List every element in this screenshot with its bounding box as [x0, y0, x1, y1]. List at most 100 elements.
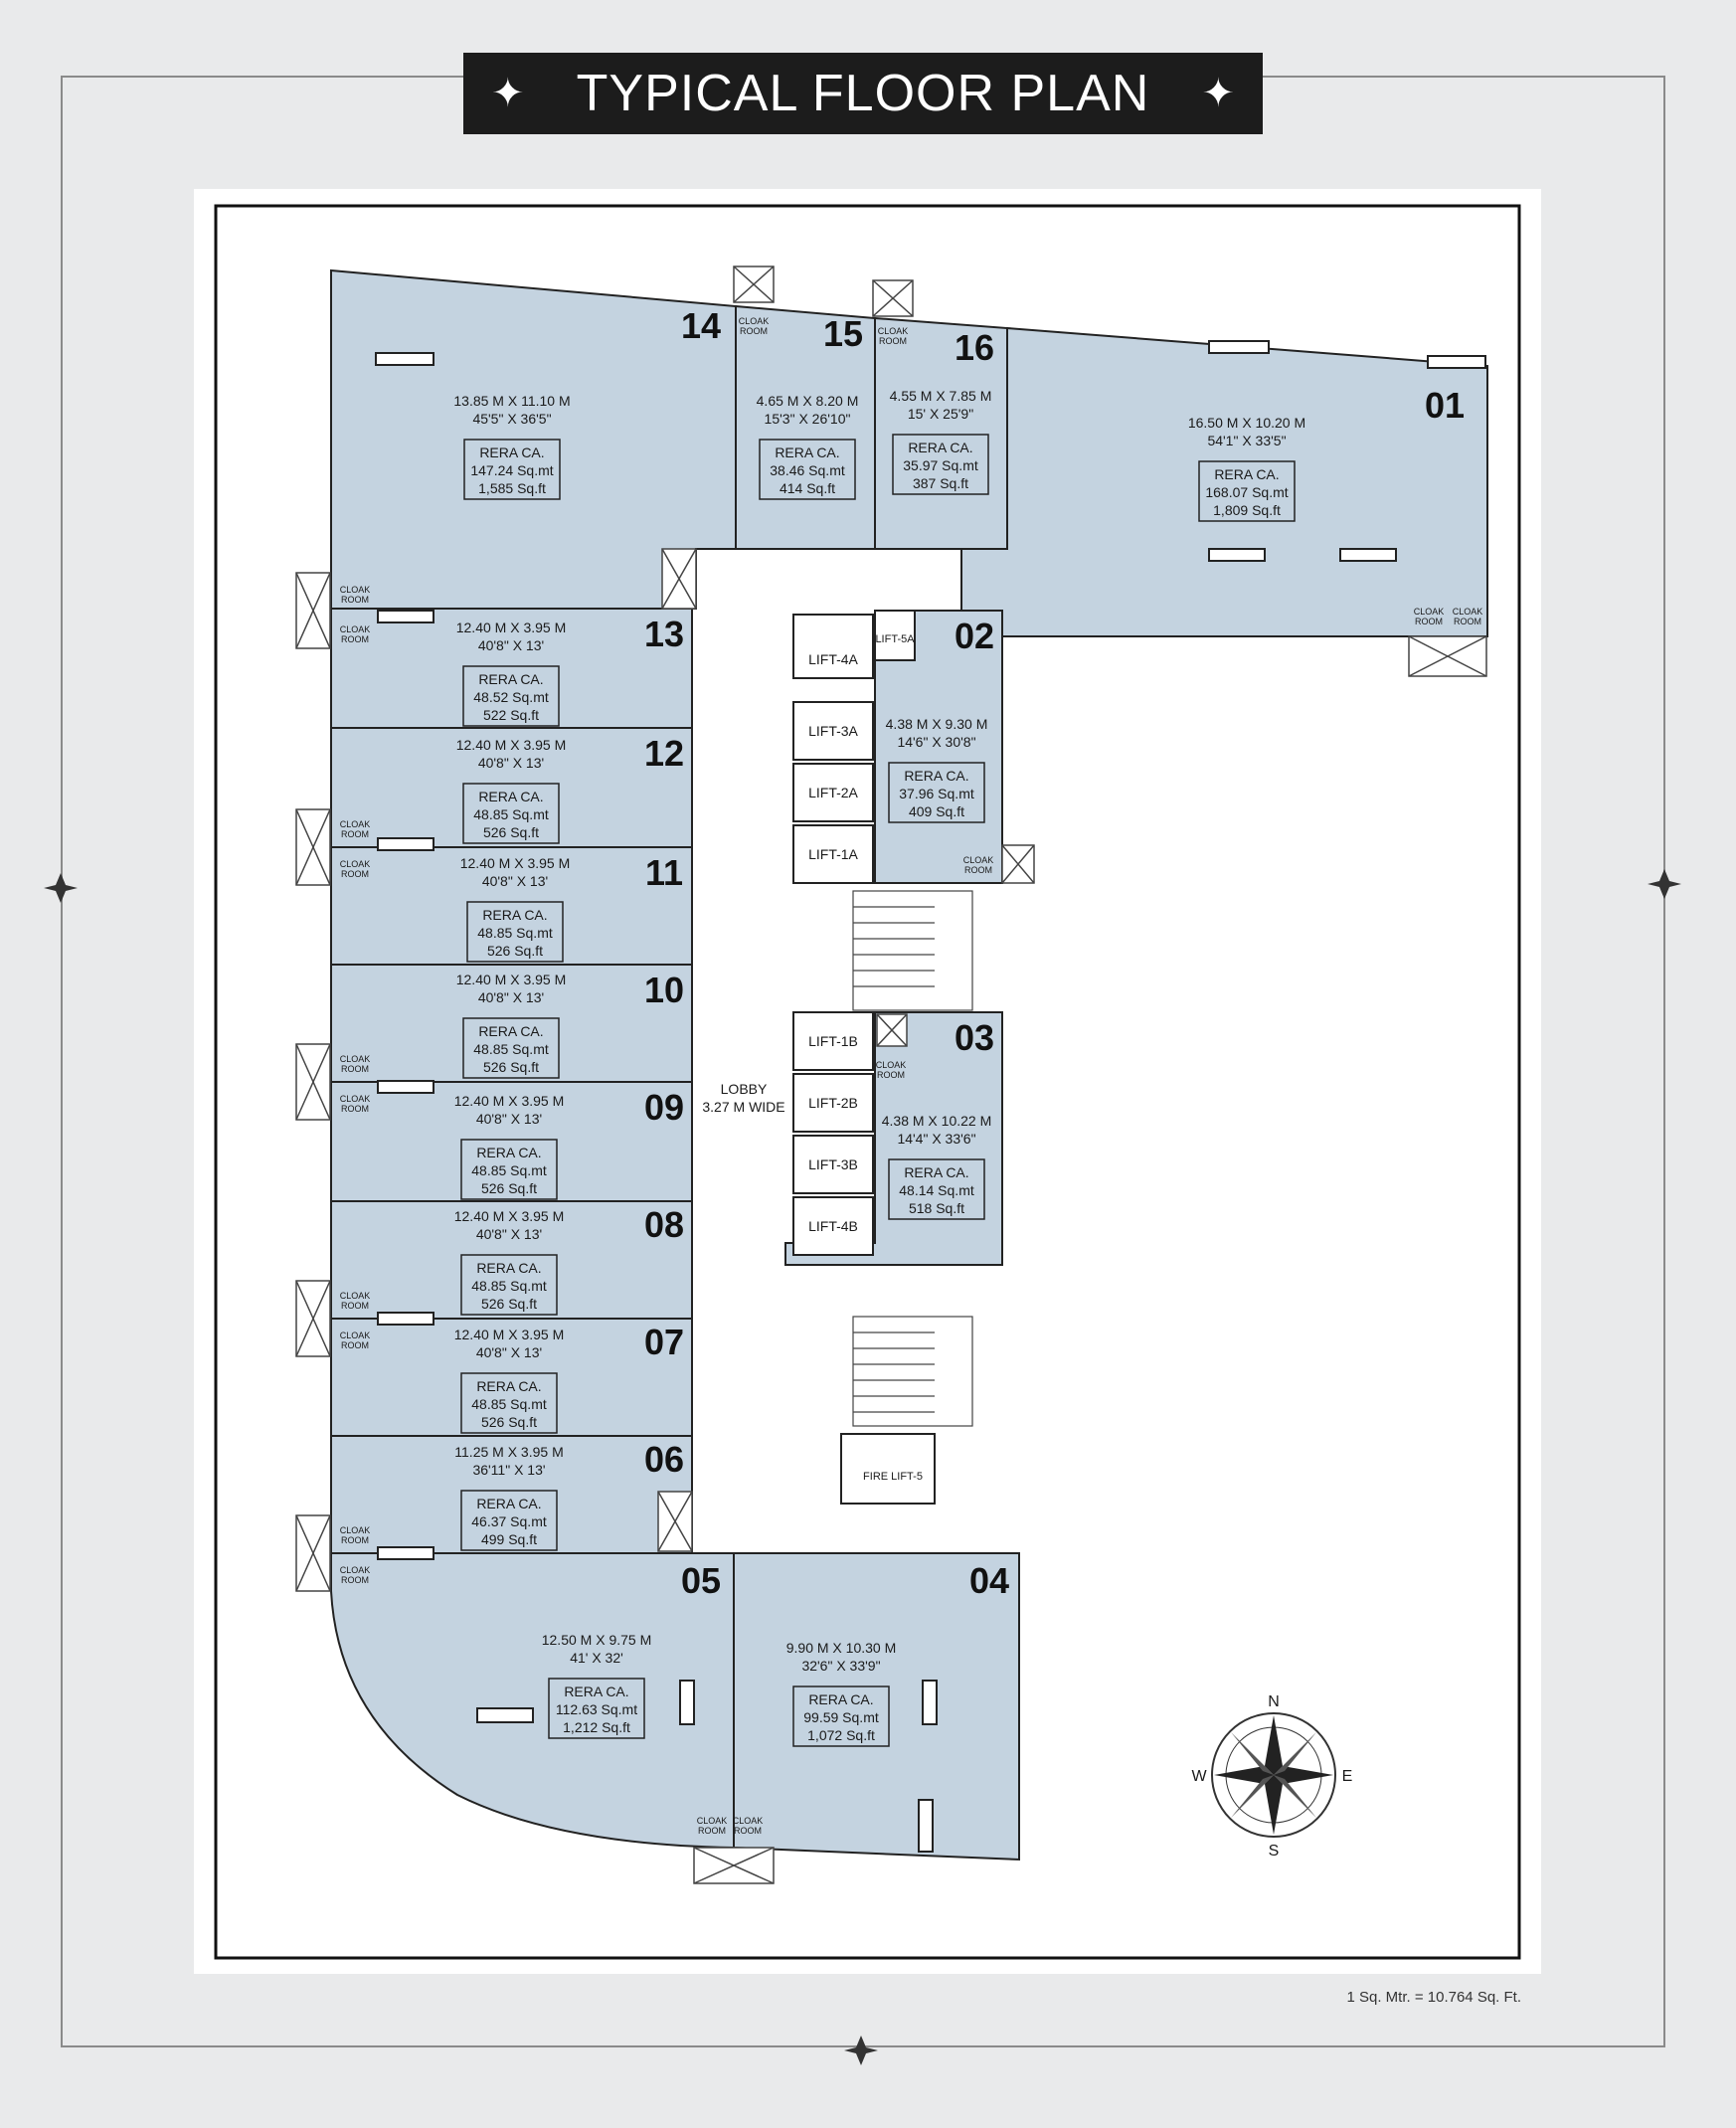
unit-09-dimensions-m: 12.40 M X 3.95 M	[454, 1093, 565, 1109]
cloak-room-label: ROOM	[341, 1575, 369, 1585]
lift-core	[792, 610, 936, 1505]
lift-label-4: LIFT-1A	[808, 846, 858, 862]
cloak-room-label: CLOAK	[340, 585, 371, 595]
unit-04-dimensions-ft: 32'6" X 33'9"	[801, 1658, 880, 1674]
unit-09-rera-label: RERA CA.	[476, 1145, 541, 1160]
unit-14-rera-label: RERA CA.	[479, 444, 544, 460]
lobby-width-label: 3.27 M WIDE	[702, 1099, 784, 1115]
unit-10-area-sqmt: 48.85 Sq.mt	[473, 1041, 549, 1057]
duct-shafts	[295, 266, 1487, 1884]
cloak-room-label: CLOAK	[340, 859, 371, 869]
cloak-room-label: CLOAK	[878, 326, 909, 336]
scale-note: 1 Sq. Mtr. = 10.764 Sq. Ft.	[1346, 1989, 1521, 2006]
star-ornament-icon: ✦	[491, 72, 525, 115]
unit-02-area-sqft: 409 Sq.ft	[909, 803, 964, 819]
unit-10-rera-box	[462, 1017, 560, 1079]
unit-04-area-sqmt: 99.59 Sq.mt	[803, 1709, 879, 1725]
unit-08-rera-box	[460, 1254, 558, 1316]
cloak-room-label: CLOAK	[340, 1330, 371, 1340]
lift-label-5: LIFT-5A	[875, 633, 915, 645]
unit-01-dimensions-ft: 54'1" X 33'5"	[1207, 433, 1286, 448]
unit-09-area-sqmt: 48.85 Sq.mt	[471, 1162, 547, 1178]
unit-05-area	[330, 1552, 735, 1850]
cloak-room-label: CLOAK	[697, 1816, 728, 1826]
unit-05-dimensions-ft: 41' X 32'	[570, 1650, 623, 1666]
unit-09-dimensions-ft: 40'8" X 13'	[476, 1111, 542, 1127]
unit-13-dimensions-m: 12.40 M X 3.95 M	[456, 620, 567, 635]
unit-03-rera-label: RERA CA.	[904, 1164, 968, 1180]
cloak-room-label: ROOM	[341, 1340, 369, 1350]
unit-16-area-sqmt: 35.97 Sq.mt	[903, 457, 978, 473]
unit-13-area-sqft: 522 Sq.ft	[483, 707, 539, 723]
unit-06-rera-label: RERA CA.	[476, 1496, 541, 1511]
unit-15-number: 15	[823, 313, 863, 354]
cloak-room-label: ROOM	[341, 1064, 369, 1074]
unit-07-number: 07	[644, 1322, 684, 1362]
unit-10-dimensions-ft: 40'8" X 13'	[478, 989, 544, 1005]
unit-13-rera-box	[462, 665, 560, 727]
lift-label-8: LIFT-3B	[808, 1156, 858, 1172]
unit-05-area-sqft: 1,212 Sq.ft	[563, 1719, 630, 1735]
lift-label-6: LIFT-1B	[808, 1033, 858, 1049]
unit-05-area-sqmt: 112.63 Sq.mt	[556, 1701, 637, 1717]
unit-03-area-sqft: 518 Sq.ft	[909, 1200, 964, 1216]
unit-04-rera-label: RERA CA.	[808, 1691, 873, 1707]
unit-16-number: 16	[955, 327, 994, 368]
unit-11-rera-label: RERA CA.	[482, 907, 547, 923]
unit-09-rera-box	[460, 1139, 558, 1200]
unit-01-area	[960, 326, 1488, 637]
unit-04-area	[733, 1552, 1020, 1862]
cloak-room-label: ROOM	[698, 1826, 726, 1836]
unit-10-area	[330, 964, 693, 1083]
unit-15-dimensions-m: 4.65 M X 8.20 M	[757, 393, 859, 409]
cloak-room-label: CLOAK	[340, 1565, 371, 1575]
unit-02-area-sqmt: 37.96 Sq.mt	[899, 786, 974, 801]
unit-13-rera-label: RERA CA.	[478, 671, 543, 687]
unit-13-number: 13	[644, 614, 684, 654]
unit-07-dimensions-m: 12.40 M X 3.95 M	[454, 1327, 565, 1342]
unit-11-dimensions-ft: 40'8" X 13'	[482, 873, 548, 889]
unit-08-number: 08	[644, 1204, 684, 1245]
unit-11-area-sqft: 526 Sq.ft	[487, 943, 543, 959]
unit-10-number: 10	[644, 970, 684, 1010]
unit-06-dimensions-m: 11.25 M X 3.95 M	[454, 1444, 563, 1460]
unit-06-dimensions-ft: 36'11" X 13'	[472, 1462, 545, 1478]
unit-04-number: 04	[969, 1560, 1009, 1601]
lobby-label: LOBBY	[721, 1081, 768, 1097]
unit-01-rera-label: RERA CA.	[1214, 466, 1279, 482]
unit-01-rera-box	[1198, 460, 1296, 522]
unit-01-dimensions-m: 16.50 M X 10.20 M	[1188, 415, 1305, 431]
cloak-room-label: ROOM	[740, 326, 768, 336]
unit-12-rera-box	[462, 783, 560, 844]
cloak-room-label: CLOAK	[340, 1054, 371, 1064]
unit-07-area-sqft: 526 Sq.ft	[481, 1414, 537, 1430]
unit-03-dimensions-m: 4.38 M X 10.22 M	[882, 1113, 992, 1129]
unit-06-rera-box	[460, 1490, 558, 1551]
unit-09-area-sqft: 526 Sq.ft	[481, 1180, 537, 1196]
unit-14-number: 14	[681, 305, 721, 346]
unit-09-number: 09	[644, 1087, 684, 1128]
cloak-room-label: ROOM	[341, 1301, 369, 1311]
lift-label-10: FIRE LIFT-5	[863, 1471, 923, 1483]
compass-rose-icon	[1211, 1712, 1336, 1838]
compass-s-label: S	[1269, 1843, 1280, 1860]
unit-14-dimensions-ft: 45'5" X 36'5"	[472, 411, 551, 427]
star-ornament-icon: ✦	[1201, 72, 1235, 115]
unit-05-number: 05	[681, 1560, 721, 1601]
cloak-room-label: CLOAK	[340, 1291, 371, 1301]
cloak-room-label: CLOAK	[340, 1525, 371, 1535]
cloak-room-label: ROOM	[1454, 617, 1481, 626]
page-title: TYPICAL FLOOR PLAN	[576, 65, 1150, 122]
unit-10-area-sqft: 526 Sq.ft	[483, 1059, 539, 1075]
lift-label-3: LIFT-2A	[808, 785, 858, 800]
unit-16-dimensions-ft: 15' X 25'9"	[908, 406, 973, 422]
unit-12-dimensions-m: 12.40 M X 3.95 M	[456, 737, 567, 753]
unit-08-area-sqmt: 48.85 Sq.mt	[471, 1278, 547, 1294]
cloak-room-label: ROOM	[341, 1104, 369, 1114]
unit-14-dimensions-m: 13.85 M X 11.10 M	[453, 393, 570, 409]
cloak-room-label: ROOM	[341, 595, 369, 605]
unit-01-area-sqmt: 168.07 Sq.mt	[1205, 484, 1288, 500]
unit-16-dimensions-m: 4.55 M X 7.85 M	[890, 388, 992, 404]
compass-e-label: E	[1342, 1768, 1353, 1785]
